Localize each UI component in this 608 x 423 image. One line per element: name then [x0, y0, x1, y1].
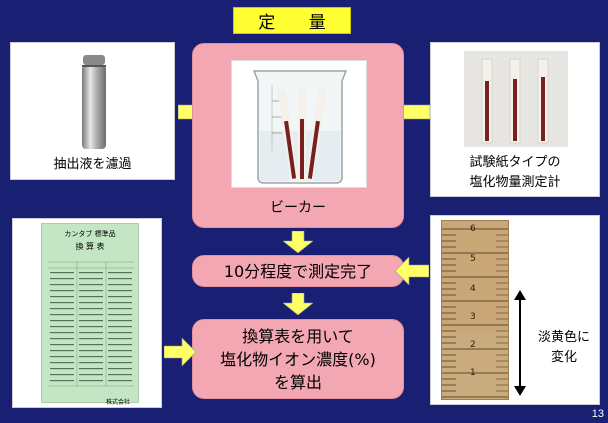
step-calc-line3: を算出	[273, 373, 322, 392]
strip-result-card: 6 5 4 3 2 1 淡黄色に 変化	[430, 215, 600, 405]
step-calc-box: 換算表を用いて 塩化物イオン濃度(%) を算出	[192, 319, 404, 399]
filter-card: 抽出液を濾過	[10, 42, 175, 180]
arrow-down-icon	[283, 231, 313, 253]
filter-label: 抽出液を濾過	[53, 157, 132, 172]
page-title: 定 量	[233, 7, 351, 34]
table-footer: 株式会社	[105, 399, 130, 406]
arrow-right-icon	[164, 338, 196, 366]
color-change-label-2: 変化	[550, 350, 577, 365]
strip-ticks	[442, 228, 508, 398]
scale-label-5: 5	[470, 254, 476, 264]
table-card: カンタブ 標準品 換 算 表	[12, 218, 162, 408]
strip-label-2: 塩化物量測定計	[469, 175, 561, 190]
step-calc-line2: 塩化物イオン濃度(%)	[220, 350, 376, 369]
double-arrow-icon	[514, 290, 526, 396]
color-change-label-1: 淡黄色に	[537, 330, 590, 345]
thermos-image	[82, 55, 106, 149]
test-strips-image	[464, 51, 568, 147]
beaker-label: ビーカー	[270, 200, 326, 216]
strip-ruler: 6 5 4 3 2 1	[441, 220, 509, 400]
arrow-left-icon	[395, 257, 429, 285]
step-measure-label: 10分程度で測定完了	[223, 262, 373, 281]
scale-label-4: 4	[470, 284, 476, 294]
step-calc-line1: 換算表を用いて	[242, 327, 354, 346]
test-strip-card: 試験紙タイプの 塩化物量測定計	[430, 42, 600, 197]
page-number: 13	[591, 408, 604, 420]
beaker-box: ビーカー	[192, 43, 404, 228]
table-title-2: 換 算 表	[75, 242, 105, 251]
table-grid	[48, 261, 134, 387]
arrow-down-icon	[283, 293, 313, 315]
table-title-1: カンタブ 標準品	[64, 230, 116, 238]
strip-label-1: 試験紙タイプの	[469, 155, 561, 170]
step-measure-box: 10分程度で測定完了	[192, 255, 404, 287]
beaker-image	[252, 70, 348, 184]
strip-color-zone	[442, 331, 508, 399]
conversion-table: カンタブ 標準品 換 算 表	[41, 223, 139, 406]
scale-label-1: 1	[470, 368, 476, 378]
scale-label-6: 6	[470, 224, 476, 234]
scale-label-2: 2	[470, 340, 476, 350]
beaker-photo	[231, 60, 367, 188]
scale-label-3: 3	[470, 312, 476, 322]
